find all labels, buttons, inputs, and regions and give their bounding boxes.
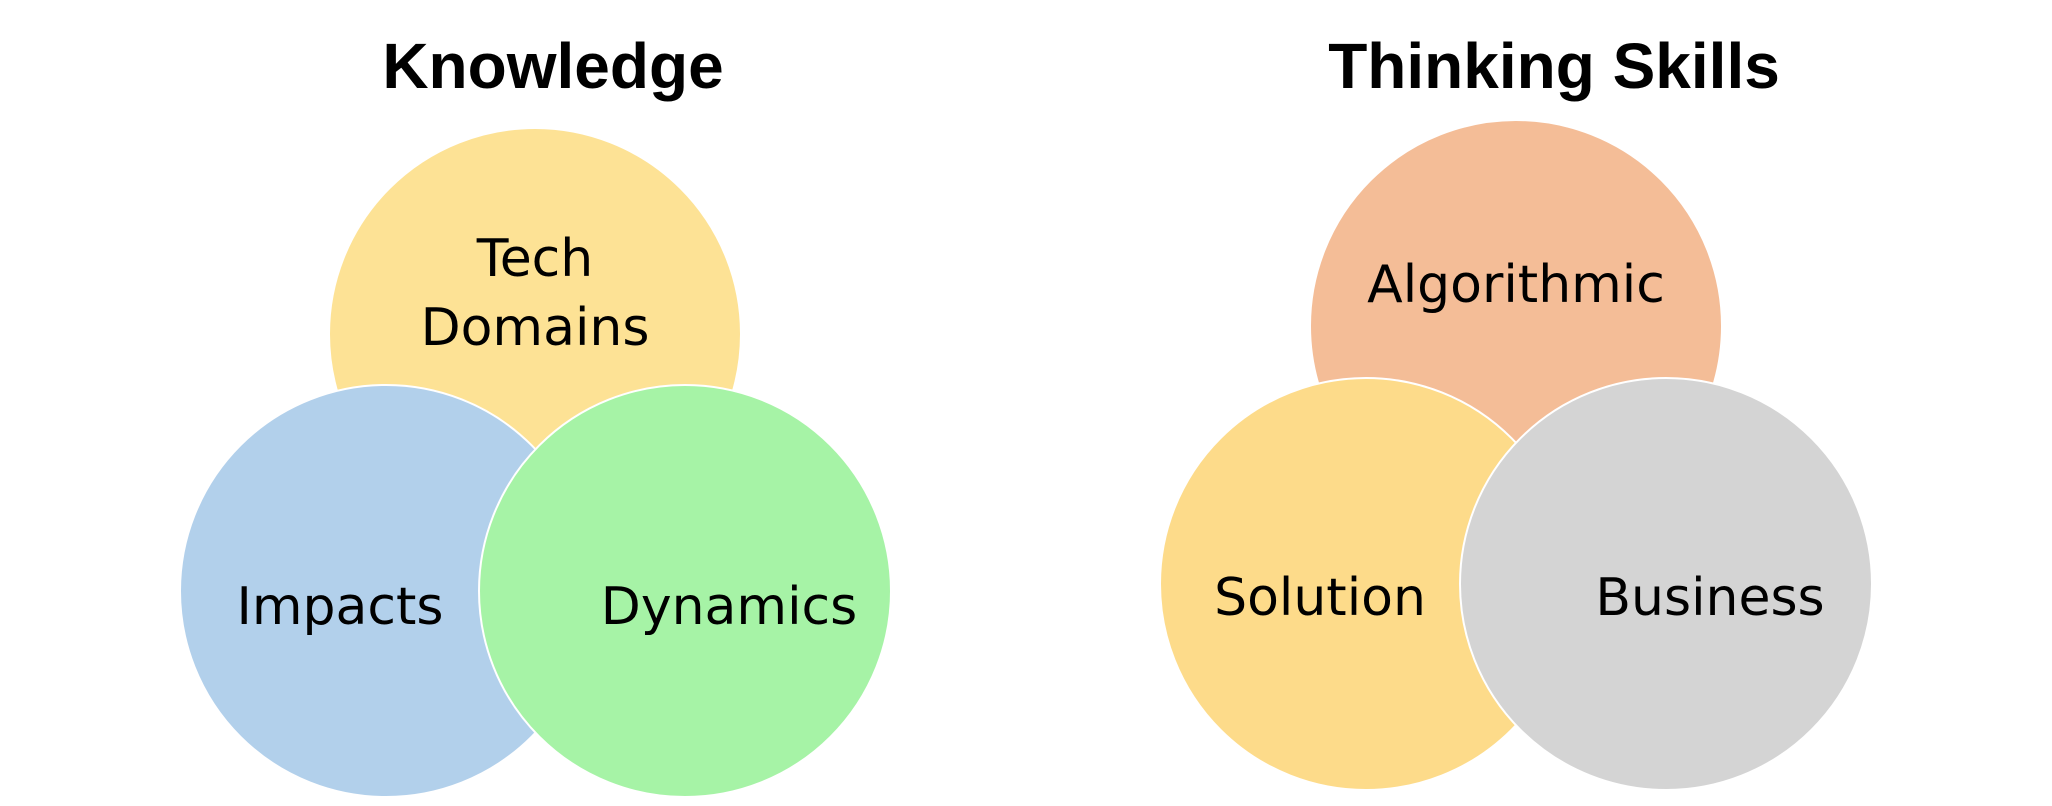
thinking-skills-circles xyxy=(1159,119,1873,791)
solution-label: Solution xyxy=(1214,568,1426,628)
impacts-label: Impacts xyxy=(237,577,444,637)
knowledge-diagram: Knowledge Tech Domains Impacts Dynamics xyxy=(179,30,892,798)
thinking-skills-diagram: Thinking Skills Algorithmic Solution Bus… xyxy=(1159,30,1873,791)
knowledge-title: Knowledge xyxy=(382,30,723,102)
tech-domains-label-line2: Domains xyxy=(421,298,650,358)
tech-domains-label-line1: Tech xyxy=(476,229,593,289)
thinking-skills-title: Thinking Skills xyxy=(1328,30,1780,102)
business-label: Business xyxy=(1595,568,1824,628)
knowledge-circles xyxy=(179,127,892,798)
business-circle xyxy=(1459,377,1873,791)
algorithmic-label: Algorithmic xyxy=(1367,255,1665,315)
dynamics-circle xyxy=(478,384,892,798)
dynamics-label: Dynamics xyxy=(601,577,857,637)
